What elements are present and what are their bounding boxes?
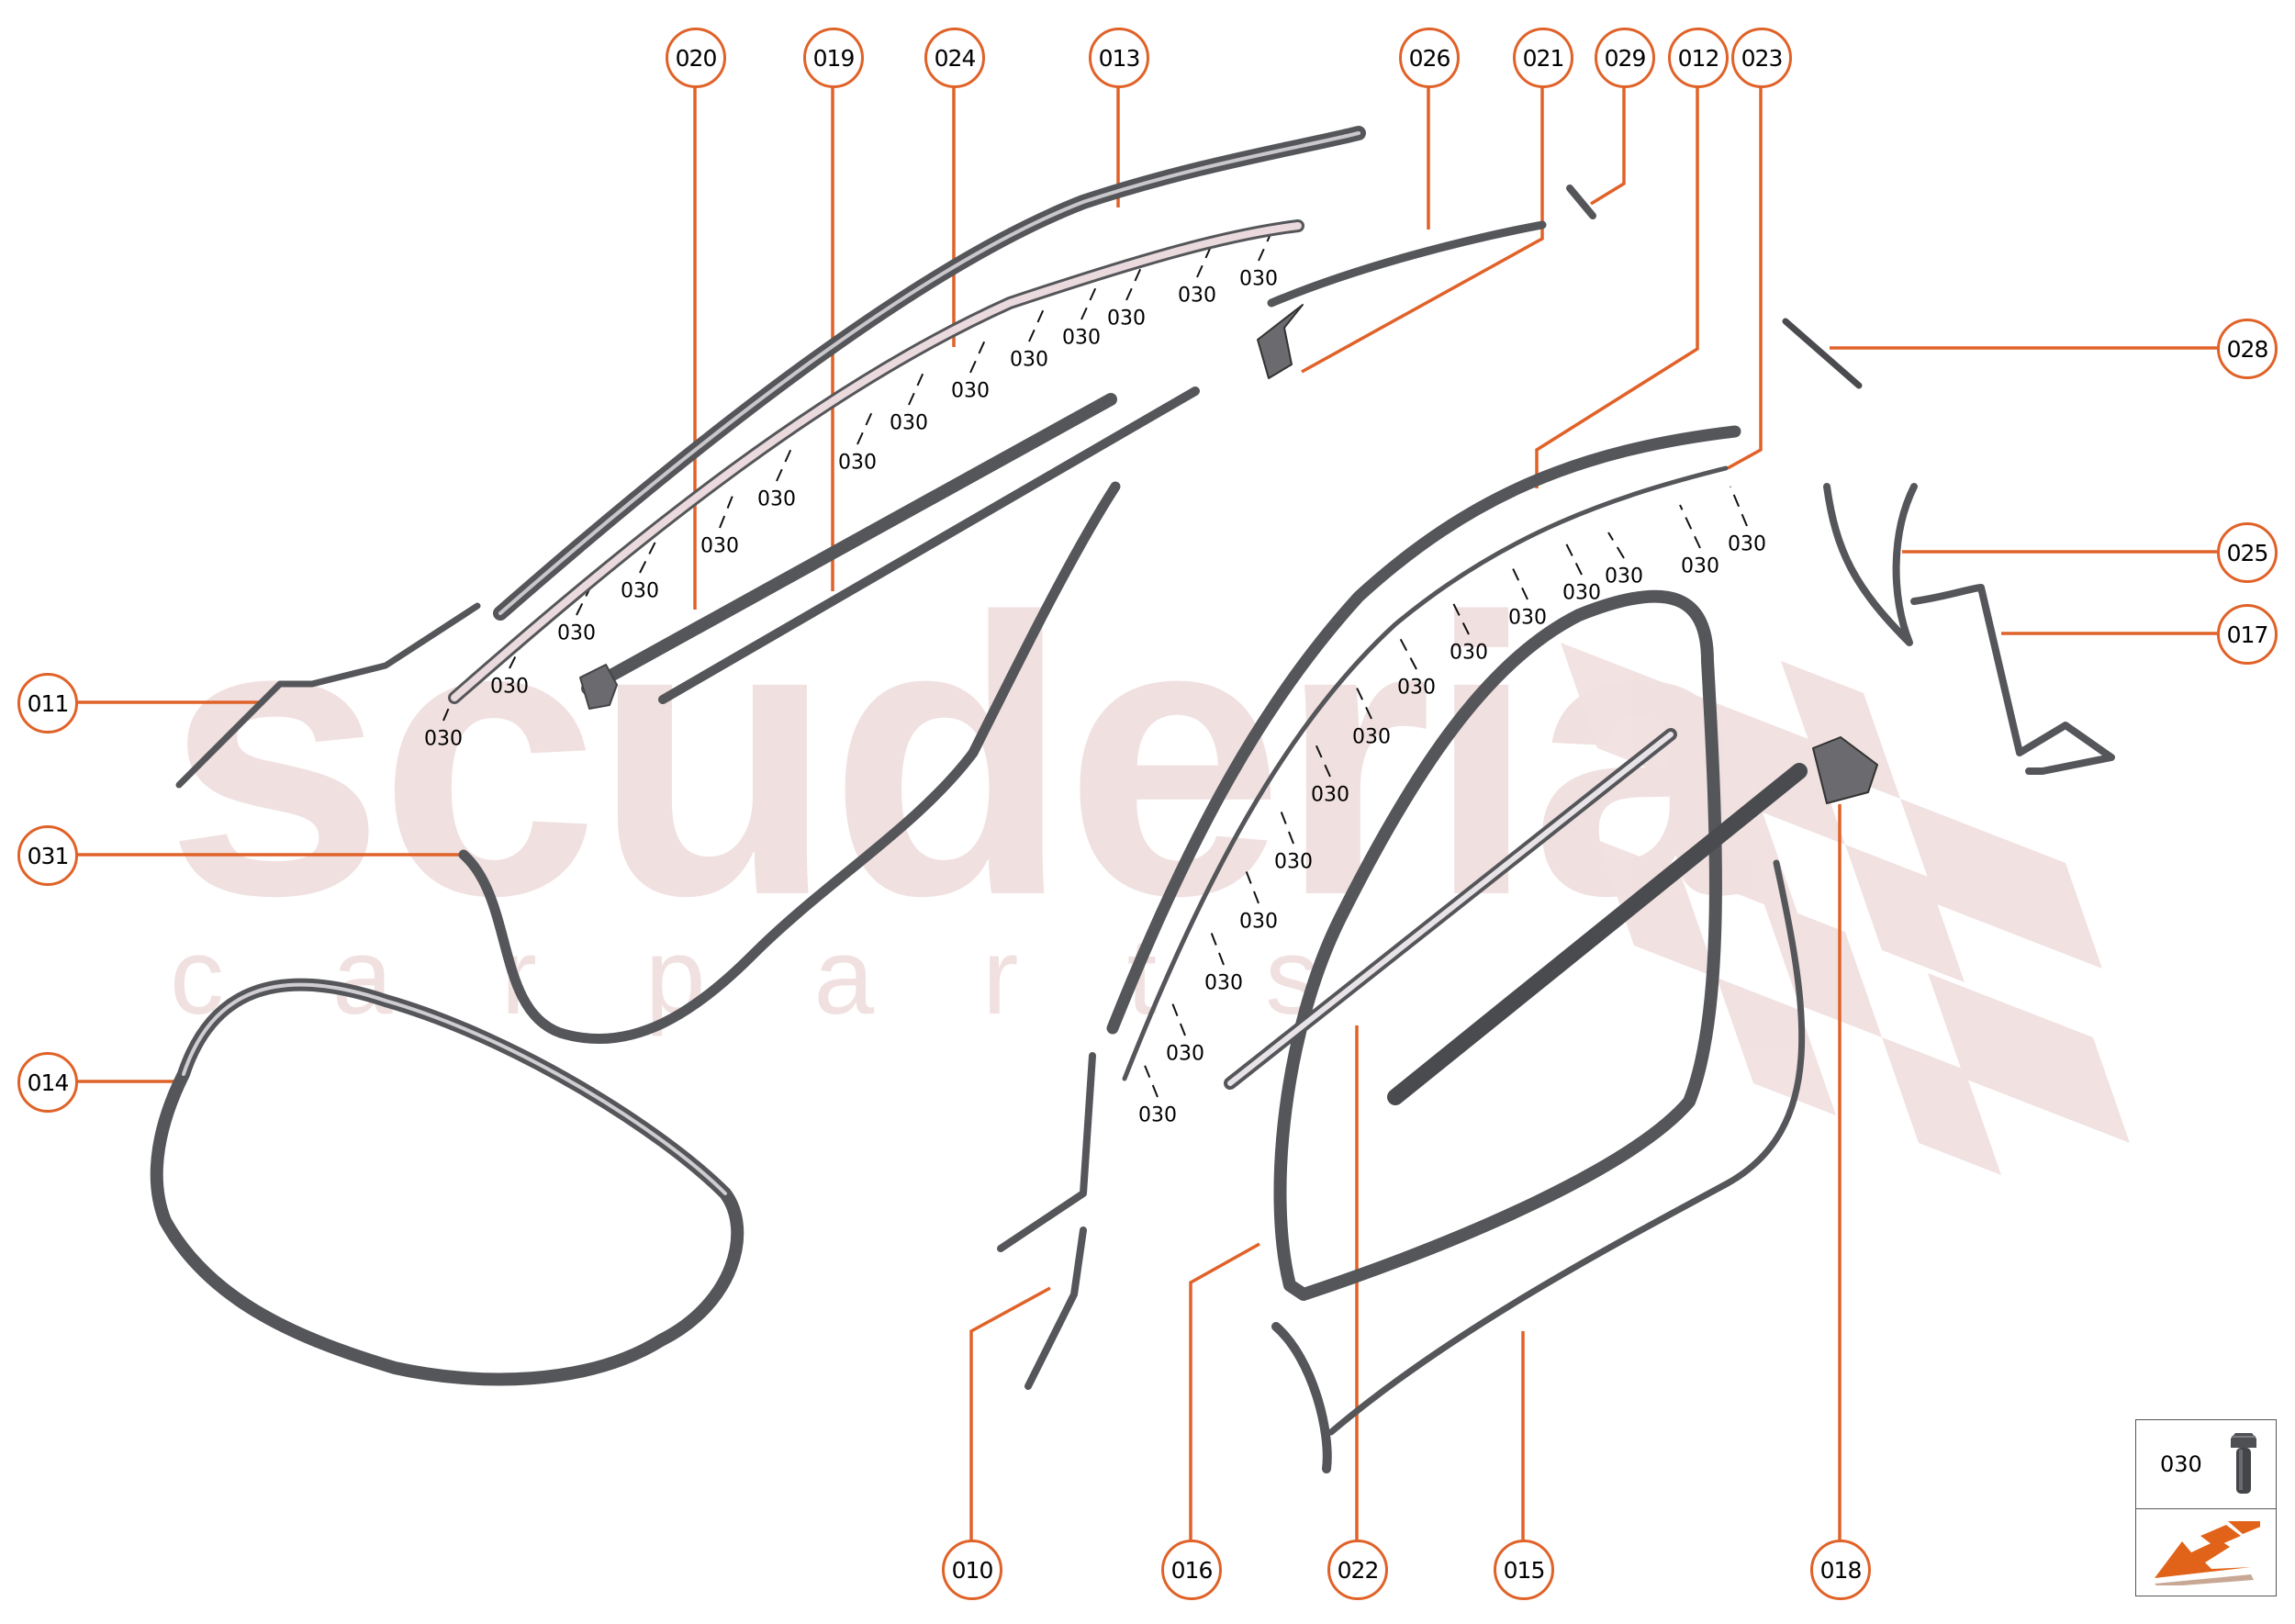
fastener-ref-030[interactable]: 030 — [1204, 971, 1243, 995]
seal-parts — [150, 126, 2115, 1473]
fastener-ref-030[interactable]: 030 — [1166, 1042, 1204, 1066]
part-018-seal — [1387, 763, 1808, 1105]
part-023-seal — [1122, 465, 1729, 1081]
callout-024[interactable]: 024 — [924, 28, 985, 88]
part-029-clip — [1566, 185, 1596, 219]
legend-part-number: 030 — [2160, 1451, 2202, 1477]
callout-028[interactable]: 028 — [2217, 319, 2278, 379]
fastener-ref-030[interactable]: 030 — [1397, 676, 1436, 700]
callout-022[interactable]: 022 — [1327, 1540, 1388, 1600]
legend-part-row: 030 — [2136, 1420, 2276, 1509]
front-direction-arrow-icon — [2155, 1521, 2260, 1585]
callout-011[interactable]: 011 — [17, 673, 78, 734]
fastener-ref-030[interactable]: 030 — [1311, 783, 1349, 807]
part-020-seal — [581, 393, 1117, 695]
fastener-ref-030[interactable]: 030 — [1681, 554, 1719, 578]
fastener-ref-030[interactable]: 030 — [838, 451, 877, 475]
fastener-ref-030[interactable]: 030 — [1178, 284, 1216, 308]
callout-012[interactable]: 012 — [1668, 28, 1729, 88]
fastener-ref-030[interactable]: 030 — [424, 727, 463, 751]
callout-019[interactable]: 019 — [803, 28, 864, 88]
fastener-ref-030[interactable]: 030 — [757, 487, 796, 511]
callout-031[interactable]: 031 — [17, 825, 78, 886]
fastener-ref-030[interactable]: 030 — [1562, 581, 1601, 605]
fastener-ref-030[interactable]: 030 — [490, 675, 529, 699]
fastener-ref-030[interactable]: 030 — [1605, 565, 1643, 588]
part-031-seal — [458, 481, 1121, 1045]
callout-021[interactable]: 021 — [1513, 28, 1573, 88]
part-014-seal-loop — [150, 978, 744, 1386]
callout-017[interactable]: 017 — [2217, 604, 2278, 665]
callout-015[interactable]: 015 — [1494, 1540, 1554, 1600]
fastener-ref-030[interactable]: 030 — [557, 622, 596, 645]
fastener-ref-030[interactable]: 030 — [1508, 606, 1547, 630]
callout-010[interactable]: 010 — [942, 1540, 1002, 1600]
callout-020[interactable]: 020 — [666, 28, 726, 88]
part-018-hinge — [1812, 736, 1878, 804]
fastener-ref-030[interactable]: 030 — [1450, 641, 1488, 665]
fastener-ref-030[interactable]: 030 — [1239, 910, 1278, 934]
part-015-sill-seal — [1327, 859, 1806, 1436]
fastener-ref-030[interactable]: 030 — [1062, 326, 1101, 350]
part-011-seal — [175, 602, 481, 789]
fastener-ref-030[interactable]: 030 — [1728, 532, 1766, 556]
part-012-door-seal — [1106, 425, 1741, 1035]
callout-016[interactable]: 016 — [1161, 1540, 1222, 1600]
fastener-ref-030[interactable]: 030 — [1274, 850, 1313, 874]
part-026-seal — [1267, 220, 1547, 308]
part-028-strip — [1782, 318, 1863, 389]
part-025-pillar-trim — [1823, 483, 1918, 646]
bolt-icon — [2231, 1433, 2256, 1494]
callout-023[interactable]: 023 — [1731, 28, 1792, 88]
part-010-pillar-seal — [997, 1052, 1096, 1390]
part-021-bracket — [1257, 304, 1304, 379]
fastener-ref-030[interactable]: 030 — [1352, 725, 1391, 749]
leader-lines — [76, 86, 2217, 1540]
callout-029[interactable]: 029 — [1595, 28, 1655, 88]
fastener-ref-030[interactable]: 030 — [1107, 307, 1146, 330]
part-016-door-frame-seal — [1273, 589, 1722, 1301]
fastener-ref-030[interactable]: 030 — [951, 379, 990, 403]
fastener-ref-030[interactable]: 030 — [890, 411, 928, 435]
callout-014[interactable]: 014 — [17, 1052, 78, 1113]
fastener-ref-030[interactable]: 030 — [621, 579, 659, 603]
fastener-ref-030[interactable]: 030 — [1010, 348, 1048, 372]
legend-box: 030 — [2135, 1419, 2277, 1596]
checkered-flag-watermark — [1561, 643, 2130, 1175]
part-017-pillar-trim — [1910, 584, 2115, 775]
callout-018[interactable]: 018 — [1810, 1540, 1871, 1600]
watermark-scuderia: scuderia — [165, 537, 1751, 978]
fastener-ref-030[interactable]: 030 — [1138, 1103, 1177, 1127]
fastener-ref-030[interactable]: 030 — [700, 534, 739, 558]
callout-025[interactable]: 025 — [2217, 522, 2278, 583]
part-019-seal — [658, 386, 1200, 704]
part-020-end-cap — [579, 664, 618, 710]
callout-013[interactable]: 013 — [1089, 28, 1149, 88]
callout-026[interactable]: 026 — [1399, 28, 1460, 88]
fastener-ref-030[interactable]: 030 — [1239, 267, 1278, 291]
